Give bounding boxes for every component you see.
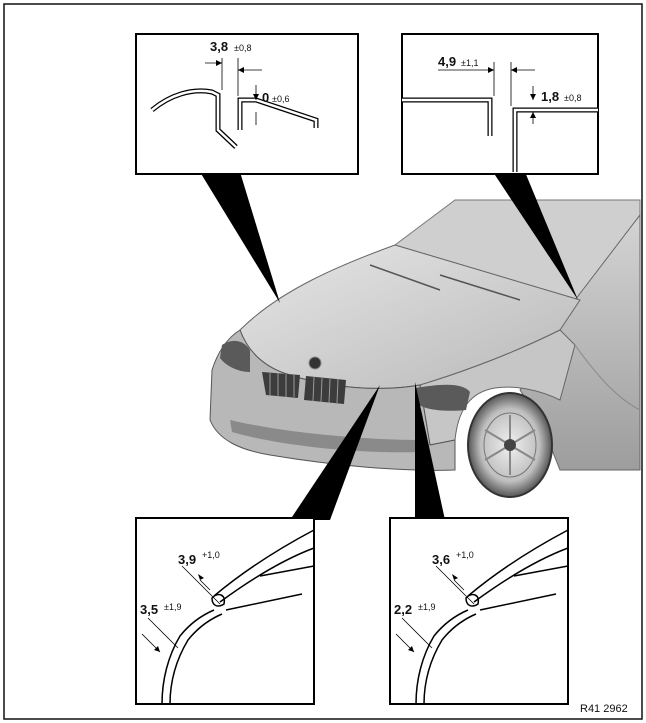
leader-wedges	[200, 172, 578, 520]
br-tolerance: +1,0	[456, 550, 474, 560]
br-main-value-2: 2,2	[394, 602, 412, 617]
car-illustration	[209, 199, 641, 498]
callout-top-left: 3,8 ±0,8 0 ±0,6	[135, 33, 359, 175]
bl-main-value: 3,9	[178, 552, 196, 567]
tl-main-value: 3,8	[210, 39, 228, 54]
callout-bottom-left: 3,9 +1,0 3,5 ±1,9	[135, 517, 315, 705]
outer-frame	[3, 3, 643, 720]
callout-bottom-right: 3,6 +1,0 2,2 ±1,9	[389, 517, 569, 705]
tl-tolerance: ±0,8	[234, 43, 251, 53]
bl-tolerance-2: ±1,9	[164, 602, 181, 612]
bl-tolerance: +1,0	[202, 550, 220, 560]
br-tolerance-2: ±1,9	[418, 602, 435, 612]
tl-tolerance-2: ±0,6	[272, 94, 289, 104]
tl-main-value-2: 0	[262, 90, 269, 105]
reference-number: R41 2962	[580, 703, 628, 715]
br-main-value: 3,6	[432, 552, 450, 567]
tr-tolerance: ±1,1	[461, 58, 478, 68]
tr-main-value-2: 1,8	[541, 89, 559, 104]
tr-tolerance-2: ±0,8	[564, 93, 581, 103]
tr-main-value: 4,9	[438, 54, 456, 69]
bl-main-value-2: 3,5	[140, 602, 158, 617]
callout-top-right: 4,9 ±1,1 1,8 ±0,8	[401, 33, 599, 175]
